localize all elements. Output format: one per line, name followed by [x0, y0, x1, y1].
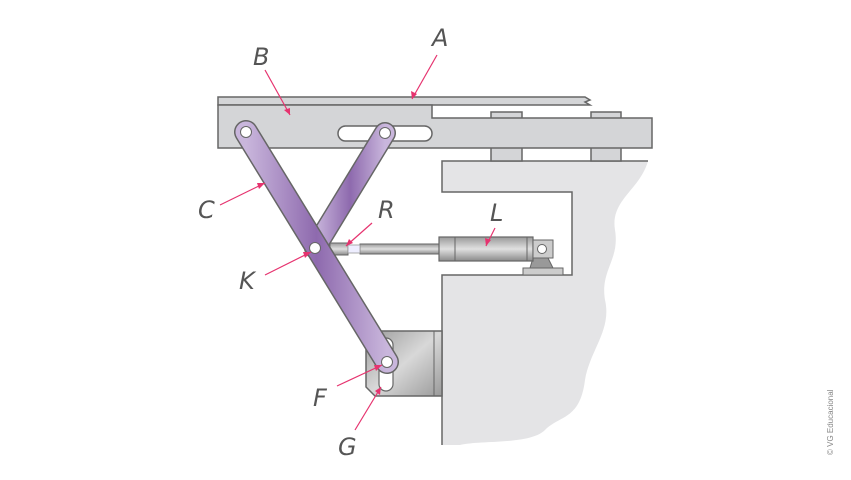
label-F: F: [313, 384, 327, 412]
rod: [359, 243, 441, 255]
label-G: G: [338, 433, 357, 461]
pivot-F: [381, 356, 393, 368]
label-B: B: [253, 43, 270, 71]
pivot: [379, 127, 391, 139]
frame: [442, 161, 648, 445]
label-K: K: [239, 267, 255, 295]
pivot: [240, 126, 252, 138]
pivot-K: [309, 242, 321, 254]
label-R: R: [378, 196, 395, 224]
leader-arrows: [219, 54, 496, 431]
copyright-credit: © VG Educacional: [826, 389, 835, 455]
bar-B: [217, 104, 653, 149]
label-L: L: [490, 199, 504, 227]
label-C: C: [198, 196, 215, 224]
top-plate-A: [217, 96, 593, 106]
label-A: A: [432, 24, 449, 52]
